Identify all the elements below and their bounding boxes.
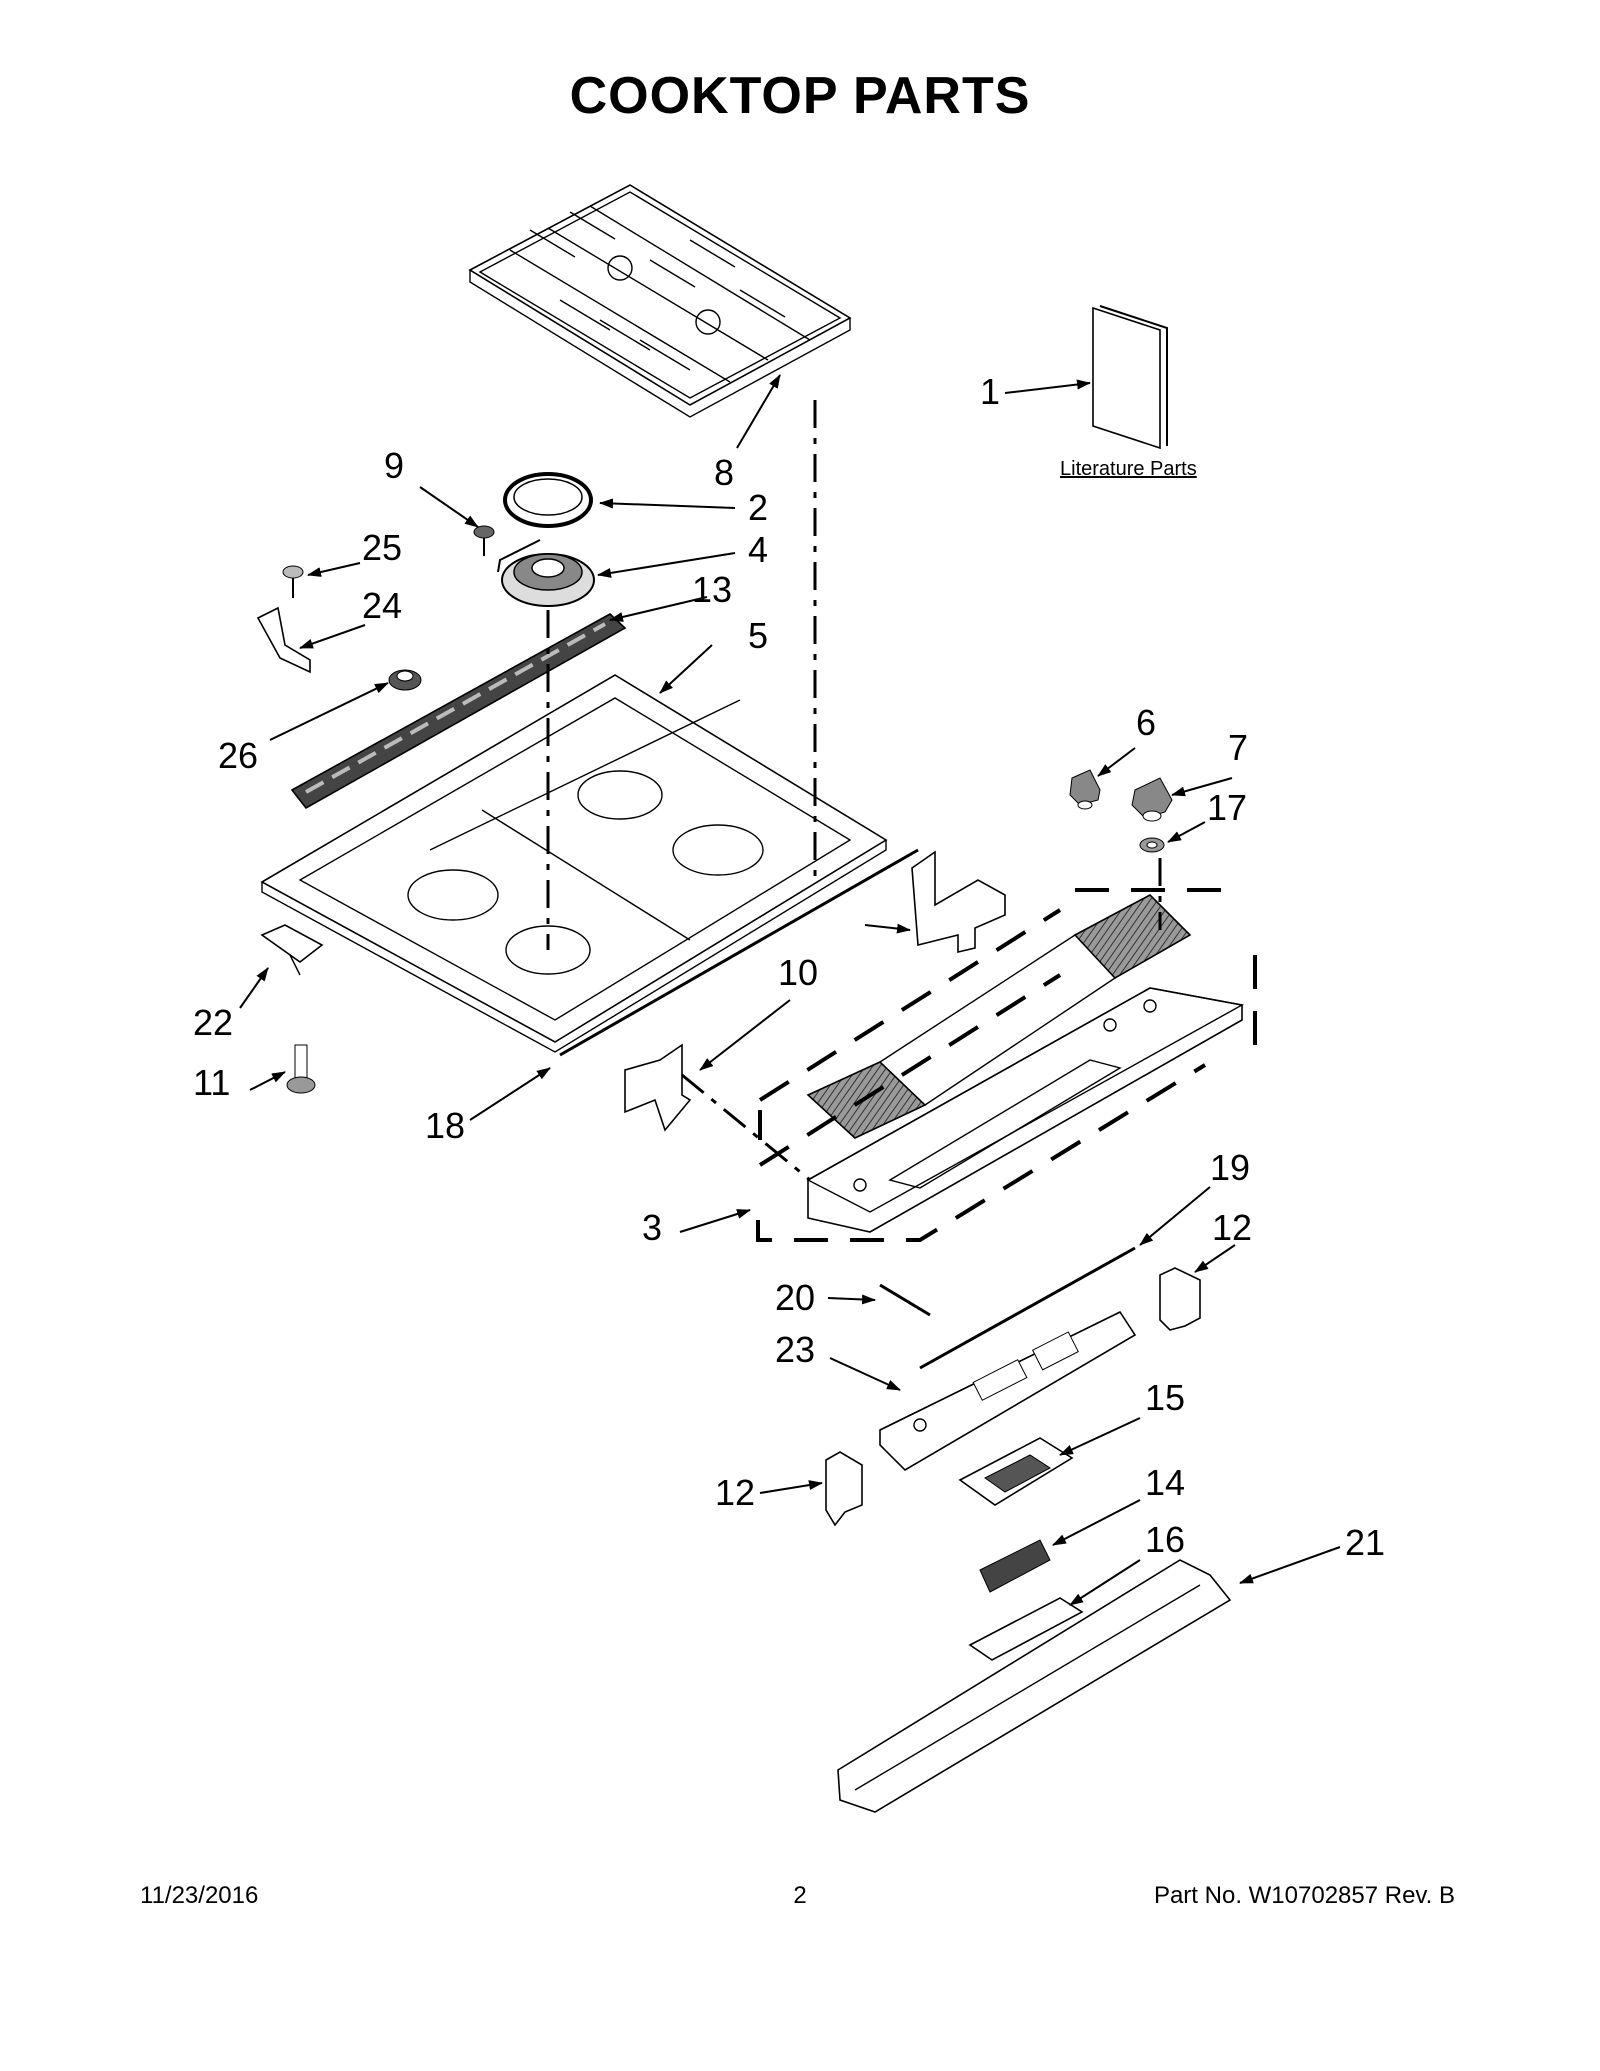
screw-part — [473, 525, 495, 556]
callout-5: 5 — [748, 615, 768, 656]
callout-14: 14 — [1145, 1462, 1185, 1503]
control-panel-dashed-outline — [756, 888, 1257, 1242]
callout-12-lower: 12 — [715, 1472, 755, 1513]
bracket-part-24 — [256, 606, 311, 674]
cooktop-main-panel-part-5 — [260, 674, 888, 1053]
page-title: COOKTOP PARTS — [569, 67, 1031, 125]
callout-21: 21 — [1345, 1522, 1385, 1563]
bracket-part-12-lower — [825, 1451, 863, 1527]
callout-23: 23 — [775, 1329, 815, 1370]
screw-part-25 — [282, 565, 304, 598]
burner-base-part — [497, 539, 595, 607]
callout-1: 1 — [980, 371, 1000, 412]
grate-part — [468, 184, 852, 418]
literature-parts-label: Literature Parts — [1060, 458, 1197, 480]
callout-20: 20 — [775, 1277, 815, 1318]
trim-strip-part-18 — [559, 848, 919, 1057]
knob-part-7 — [1131, 777, 1173, 822]
control-board-part-15 — [958, 1437, 1074, 1506]
grommet-part-26 — [388, 669, 422, 691]
callout-16: 16 — [1145, 1519, 1185, 1560]
footer-date: 11/23/2016 — [140, 1882, 259, 1909]
callout-labels: 1 2 3 4 5 6 7 8 9 10 11 12 12 13 14 15 1… — [193, 371, 1385, 1563]
side-bracket-part-10-right — [911, 850, 1006, 954]
bracket-part-22 — [260, 924, 324, 976]
knob-part-6 — [1069, 769, 1101, 810]
manifold-bar-part-13 — [290, 613, 627, 810]
side-bracket-part-10-left — [624, 1043, 692, 1132]
control-panel-part-3 — [806, 894, 1245, 1233]
callout-24: 24 — [362, 585, 402, 626]
callout-8: 8 — [714, 452, 734, 493]
callout-26: 26 — [218, 735, 258, 776]
front-trim-part-21 — [837, 1559, 1232, 1813]
callout-15: 15 — [1145, 1377, 1185, 1418]
callout-19: 19 — [1210, 1147, 1250, 1188]
callout-7: 7 — [1228, 727, 1248, 768]
callout-2: 2 — [748, 487, 768, 528]
callout-12-upper: 12 — [1212, 1207, 1252, 1248]
knob-washer-part-17 — [1139, 837, 1165, 853]
callout-17: 17 — [1207, 787, 1247, 828]
leader-arrows — [239, 374, 1341, 1606]
callout-9: 9 — [384, 445, 404, 486]
alignment-line-bracket — [681, 1073, 811, 1182]
callout-13: 13 — [692, 569, 732, 610]
board-bracket-part-16 — [968, 1597, 1084, 1661]
callout-18: 18 — [425, 1105, 465, 1146]
leveling-leg-part-11 — [286, 1044, 316, 1094]
callout-3: 3 — [642, 1207, 662, 1248]
control-bracket-part-23 — [879, 1310, 1137, 1472]
callout-11: 11 — [193, 1062, 230, 1103]
footer-page-number: 2 — [793, 1882, 807, 1909]
bracket-part-12-upper — [1159, 1267, 1201, 1331]
relay-board-part-14 — [979, 1539, 1051, 1593]
footer-part-number: Part No. W10702857 Rev. B — [1153, 1882, 1455, 1909]
literature-parts-booklet: Literature Parts — [1060, 305, 1197, 480]
callout-25: 25 — [362, 527, 402, 568]
callout-10: 10 — [778, 952, 818, 993]
callout-4: 4 — [748, 529, 768, 570]
wire-part-20 — [879, 1283, 931, 1317]
burner-cap-part — [503, 472, 593, 528]
wire-part-19 — [919, 1246, 1136, 1370]
callout-22: 22 — [193, 1002, 233, 1043]
callout-6: 6 — [1136, 702, 1156, 743]
